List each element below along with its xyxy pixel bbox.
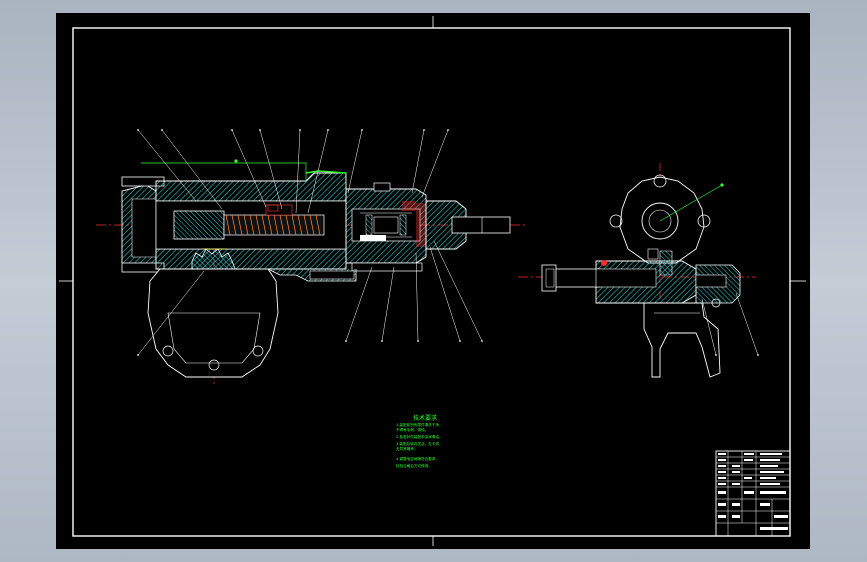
- input-cover: [425, 200, 467, 250]
- note-line-6: 4.调整啮合间隙符合要求，: [396, 457, 439, 461]
- note-line-5: 无异常噪声。: [396, 447, 418, 451]
- side-section-view: [518, 163, 759, 378]
- flange-bolt-right: [697, 214, 711, 228]
- flange-bolt-top: [653, 174, 667, 188]
- input-shaft: [451, 216, 511, 234]
- title-block-text: [718, 453, 788, 530]
- drawing-frame: [59, 16, 806, 546]
- leader-lines-bottom: [137, 240, 483, 356]
- leader-lines-top: [137, 129, 449, 214]
- side-leader-lines: [701, 292, 759, 356]
- worm-screw: [223, 214, 325, 236]
- title-block: [715, 450, 791, 537]
- pitman-arm: [643, 302, 721, 378]
- note-line-7: 检验合格后方可使用。: [396, 464, 432, 468]
- rack-piston: [173, 210, 225, 240]
- note-line-2: 不得有毛刺、锈蚀。: [396, 428, 429, 432]
- mount-hole-bottom: [208, 359, 220, 371]
- drawing-sheet: 技术要求 1.装配前所有零件清洗干净， 不得有毛刺、锈蚀。 2.各密封件装配前涂…: [56, 13, 810, 549]
- mount-hole-left: [162, 345, 174, 357]
- flange-bolt-left: [609, 214, 623, 228]
- lower-housing: [147, 268, 279, 378]
- note-line-4: 3.装配后转向灵活，无卡滞，: [396, 442, 443, 446]
- main-section-view: [96, 129, 526, 385]
- notes-title: 技术要求: [413, 415, 438, 422]
- cad-drawing-canvas: [59, 16, 806, 546]
- note-line-1: 1.装配前所有零件清洗干净，: [396, 423, 443, 427]
- note-line-3: 2.各密封件装配前涂润滑油。: [396, 435, 443, 439]
- mount-hole-right: [252, 345, 264, 357]
